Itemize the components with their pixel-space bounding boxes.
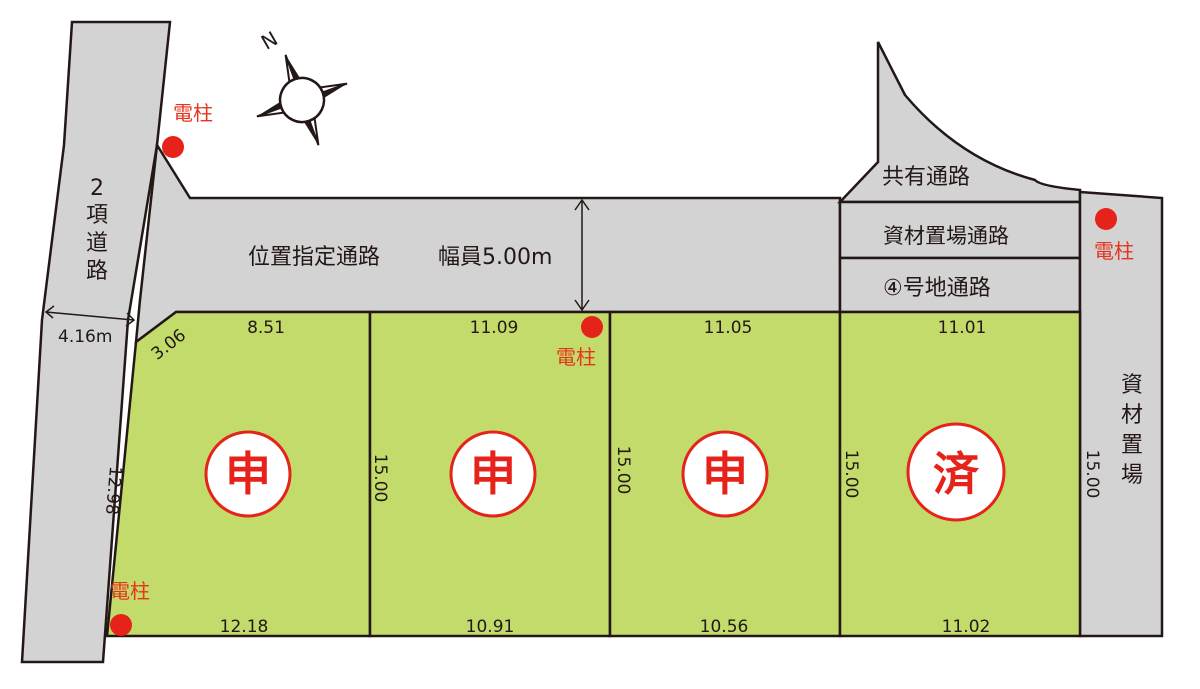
lot-2-status-stamp — [449, 430, 537, 518]
material-yard-dim: 15.00 — [1082, 450, 1102, 499]
compass-icon — [256, 54, 348, 146]
utility-pole-icon — [1095, 208, 1117, 230]
lot-3-status: 申 — [702, 447, 748, 501]
lot-3-bottom-dim: 10.56 — [700, 617, 749, 637]
lot-1-bottom-dim: 12.18 — [220, 617, 269, 637]
north-label: N — [257, 26, 282, 54]
lot-2-left-dim: 15.00 — [370, 454, 390, 503]
material-yard-label: 場 — [1121, 463, 1143, 488]
utility-pole-label: 電柱 — [1094, 239, 1134, 263]
lot4-road-label: ④号地通路 — [883, 276, 991, 301]
material-yard-label: 材 — [1121, 403, 1143, 428]
lot-1-status: 申 — [225, 447, 271, 501]
utility-pole-label: 電柱 — [173, 101, 213, 125]
utility-pole-icon — [581, 316, 603, 338]
lot-4-status-stamp — [906, 422, 1006, 522]
utility-pole-label: 電柱 — [110, 579, 150, 603]
left-road-label: 項 — [86, 203, 108, 228]
lot-1-left-dim: 12.98 — [101, 465, 125, 515]
main-road-width-arrow — [574, 198, 590, 312]
lot-1-status-stamp — [204, 430, 292, 518]
shared-road-label: 共有通路 — [882, 165, 970, 190]
main-road-label: 位置指定通路 — [248, 245, 380, 270]
lot-3-status-stamp — [681, 430, 769, 518]
lot-4-left-dim: 15.00 — [841, 450, 861, 499]
left-road-label: 2 — [90, 176, 104, 201]
lot-4-bottom-dim: 11.02 — [942, 617, 991, 637]
lot-4-top-dim: 11.01 — [938, 318, 987, 338]
shared-road[interactable] — [837, 41, 1082, 204]
material-road-label: 資材置場通路 — [883, 224, 1009, 248]
lot-1-top-dim: 8.51 — [247, 318, 285, 338]
lot-2-bottom-dim: 10.91 — [466, 617, 515, 637]
utility-pole-icon — [110, 614, 132, 636]
material-yard-label: 置 — [1121, 433, 1143, 458]
left-road[interactable] — [20, 20, 172, 664]
material-road[interactable] — [838, 200, 1082, 260]
lot-3-top-dim: 11.05 — [704, 318, 753, 338]
left-road-label: 道 — [86, 231, 108, 256]
left-road-width-arrow — [44, 305, 136, 327]
utility-pole-icon — [162, 136, 184, 158]
left-road-width: 4.16m — [58, 327, 112, 347]
left-road-label: 路 — [86, 259, 108, 284]
material-yard-label: 資 — [1121, 373, 1143, 398]
main-road-width: 幅員5.00m — [438, 245, 552, 270]
lot-4-status: 済 — [933, 447, 980, 501]
lot-2-status: 申 — [470, 447, 516, 501]
lot-2-top-dim: 11.09 — [470, 318, 519, 338]
lot-3-left-dim: 15.00 — [613, 446, 633, 495]
utility-pole-label: 電柱 — [556, 345, 596, 369]
